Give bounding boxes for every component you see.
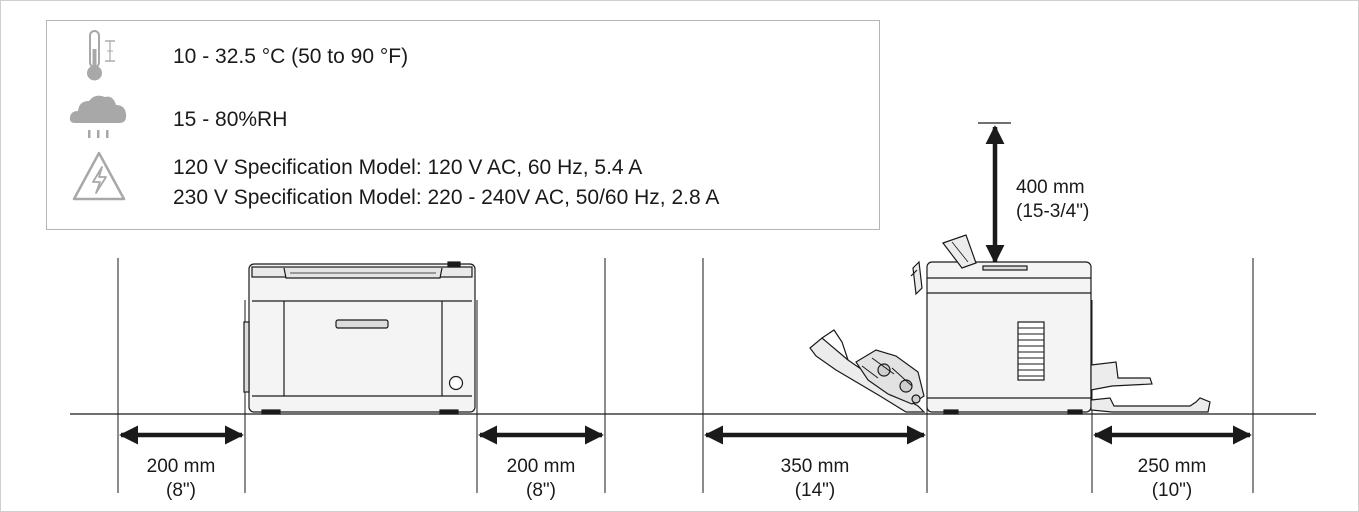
power-spec-230v: 230 V Specification Model: 220 - 240V AC…: [173, 186, 720, 209]
humidity-range: 15 - 80%RH: [173, 108, 288, 131]
front-right-clearance-mm: 200 mm: [506, 456, 576, 477]
side-rear-clearance-label: 250 mm (10"): [1102, 455, 1242, 503]
rain-cloud-icon: [69, 95, 127, 138]
front-left-clearance-mm: 200 mm: [146, 456, 216, 477]
power-spec-120v: 120 V Specification Model: 120 V AC, 60 …: [173, 156, 643, 179]
side-rear-clearance-in: (10"): [1151, 480, 1193, 501]
environment-spec-box: 10 - 32.5 °C (50 to 90 °F) 15 - 80%RH 12…: [46, 20, 880, 230]
front-left-clearance-label: 200 mm (8"): [121, 455, 241, 503]
front-right-clearance-in: (8"): [526, 480, 556, 501]
side-front-clearance-mm: 350 mm: [780, 456, 850, 477]
thermometer-icon: [87, 30, 115, 81]
printer-side-view: [809, 234, 1211, 415]
electrical-hazard-icon: [72, 151, 126, 201]
top-clearance-label: 400 mm (15-3/4"): [1016, 176, 1089, 224]
side-rear-clearance-mm: 250 mm: [1137, 456, 1207, 477]
top-clearance-in: (15-3/4"): [1016, 201, 1090, 222]
front-right-clearance-label: 200 mm (8"): [481, 455, 601, 503]
front-left-clearance-in: (8"): [166, 480, 196, 501]
printer-front-view: [243, 261, 476, 415]
top-clearance-mm: 400 mm: [1016, 177, 1085, 198]
side-front-clearance-label: 350 mm (14"): [740, 455, 890, 503]
temperature-range: 10 - 32.5 °C (50 to 90 °F): [173, 45, 409, 68]
side-front-clearance-in: (14"): [794, 480, 836, 501]
